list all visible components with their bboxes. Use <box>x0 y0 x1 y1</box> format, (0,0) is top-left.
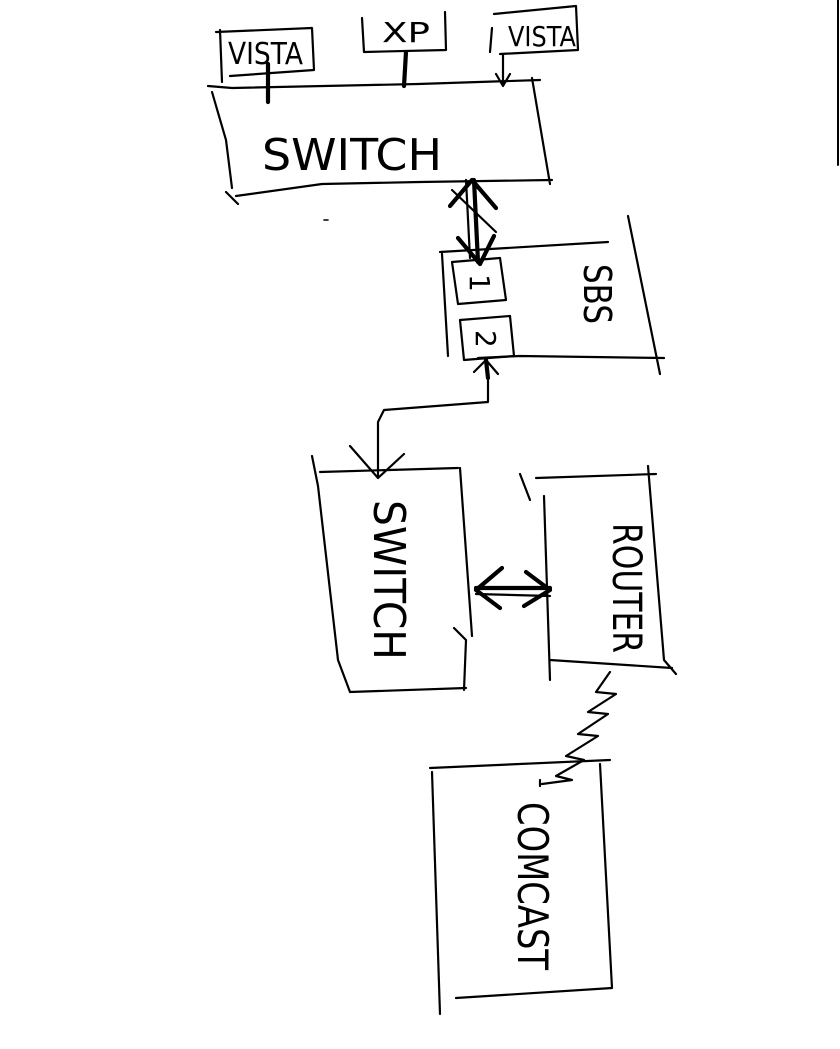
nic-2-label: 2 <box>469 330 502 348</box>
workstation-vista-right: VISTA <box>488 4 580 56</box>
workstation-xp: XP <box>360 10 448 54</box>
link-switch-top-sbs <box>447 177 499 267</box>
nic-1-label: 1 <box>463 274 496 292</box>
isp-comcast-label: COMCAST <box>508 802 557 970</box>
nic-2: 2 <box>458 314 516 362</box>
workstation-vista-left-label: VISTA <box>228 37 303 72</box>
workstation-vista-right-label: VISTA <box>508 20 576 53</box>
workstation-xp-label: XP <box>382 16 430 49</box>
switch-bottom-label: SWITCH <box>363 500 414 660</box>
switch-bottom: SWITCH <box>310 454 474 694</box>
switch-top: SWITCH <box>206 76 554 206</box>
switch-top-label: SWITCH <box>262 130 442 181</box>
isp-comcast: COMCAST <box>428 758 614 1016</box>
link-switch-router <box>473 565 553 611</box>
server-sbs: SBS <box>438 214 666 376</box>
router-label: ROUTER <box>603 523 649 653</box>
link-sbs-switch-bottom <box>348 357 500 480</box>
server-sbs-label: SBS <box>575 264 619 324</box>
workstation-vista-left: VISTA <box>214 26 316 84</box>
link-vista-right <box>494 52 512 88</box>
link-xp <box>401 49 409 89</box>
router: ROUTER <box>518 464 678 682</box>
nic-1: 1 <box>450 256 508 306</box>
link-router-comcast <box>538 670 618 788</box>
